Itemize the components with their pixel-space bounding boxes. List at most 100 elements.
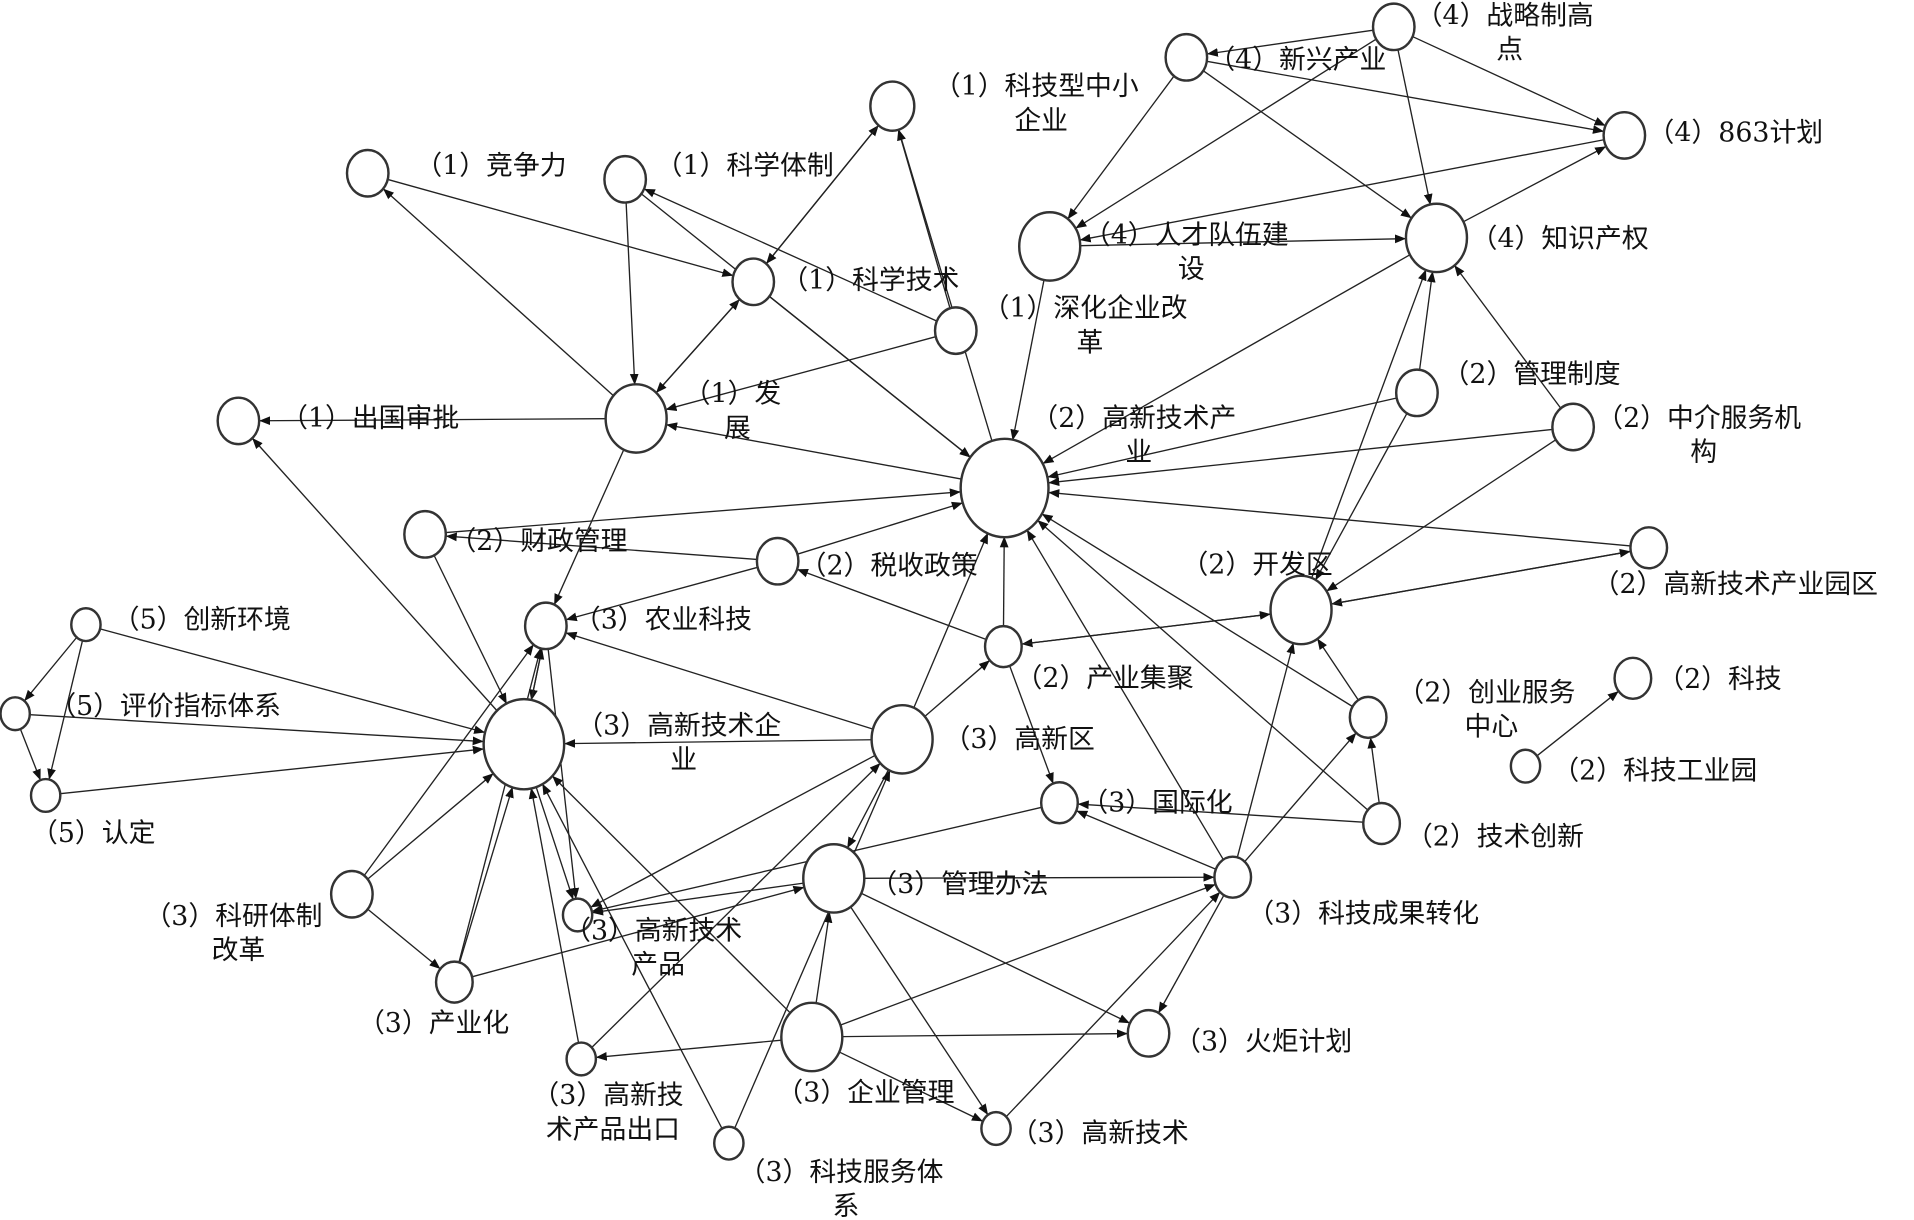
edge-arrow	[1418, 271, 1436, 371]
edge-arrow	[1076, 810, 1217, 870]
edge-arrow	[528, 787, 580, 1044]
graph-node[interactable]	[0, 696, 32, 732]
edge-arrow	[1244, 732, 1357, 863]
edge-arrow	[1453, 264, 1562, 409]
edge-arrow	[1041, 513, 1354, 708]
edge-arrow	[1080, 234, 1406, 247]
edge-arrow	[591, 762, 881, 1049]
graph-node[interactable]	[1509, 748, 1542, 784]
graph-node[interactable]	[980, 1110, 1012, 1147]
edge-arrow	[838, 1051, 984, 1122]
graph-node[interactable]	[1269, 574, 1333, 646]
graph-node[interactable]	[482, 697, 566, 791]
graph-node[interactable]	[1551, 402, 1596, 452]
edge-arrow	[367, 908, 441, 970]
graph-node[interactable]	[802, 843, 866, 914]
graph-node[interactable]	[1394, 368, 1439, 418]
graph-node[interactable]	[1613, 656, 1653, 701]
edge-arrow	[458, 786, 514, 963]
node-label: 点	[1496, 35, 1523, 66]
graph-node[interactable]	[1018, 211, 1082, 282]
edge-arrow	[1075, 38, 1377, 229]
graph-node[interactable]	[933, 306, 978, 356]
graph-node[interactable]	[870, 703, 934, 775]
node-label: （4）863计划	[1648, 118, 1824, 149]
edge-arrow	[625, 202, 639, 385]
graph-node[interactable]	[523, 601, 568, 651]
node-label: （3）火炬计划	[1174, 1026, 1352, 1057]
graph-node[interactable]	[713, 1125, 745, 1161]
edge-arrow	[363, 643, 535, 877]
edge-arrow	[1412, 35, 1606, 127]
node-label: （3）科研体制	[144, 901, 322, 932]
graph-node[interactable]	[1164, 32, 1209, 82]
edge-arrow	[1021, 611, 1271, 645]
node-label: （4）知识产权	[1471, 224, 1649, 255]
edge-arrow	[1206, 29, 1374, 57]
edge-arrow	[1202, 70, 1413, 219]
node-label: （2）高新技术产	[1031, 403, 1236, 434]
graph-node[interactable]	[780, 1001, 844, 1073]
graph-node[interactable]	[1348, 695, 1388, 740]
edge-arrow	[60, 745, 484, 795]
graph-node[interactable]	[603, 154, 648, 204]
edge-arrow	[1010, 279, 1045, 441]
graph-node[interactable]	[1126, 1008, 1171, 1058]
node-label: 企业	[1014, 105, 1068, 136]
edge-arrow	[530, 648, 545, 701]
graph-node[interactable]	[403, 509, 448, 559]
graph-node[interactable]	[565, 1041, 598, 1077]
graph-node[interactable]	[1039, 781, 1079, 825]
node-label: （2）管理制度	[1443, 359, 1621, 390]
node-label: （1）出国审批	[281, 403, 459, 434]
edge-arrow	[860, 892, 1131, 1024]
node-label: （2）技术创新	[1406, 821, 1584, 852]
graph-node[interactable]	[29, 777, 62, 814]
graph-node[interactable]	[1404, 202, 1469, 274]
node-label: 中心	[1465, 712, 1519, 743]
node-label: 革	[1077, 327, 1104, 358]
edge-arrow	[433, 554, 508, 705]
edge-arrow	[1310, 269, 1427, 579]
edge-arrow	[1008, 665, 1054, 785]
edge-arrow	[541, 783, 723, 1130]
graph-node[interactable]	[434, 960, 474, 1004]
edge-arrow	[1048, 428, 1553, 487]
graph-node[interactable]	[1602, 110, 1647, 160]
edge-arrow	[1067, 75, 1175, 220]
graph-node[interactable]	[329, 869, 374, 919]
edge-arrow	[387, 178, 734, 277]
edge-arrow	[458, 647, 543, 963]
graph-node[interactable]	[755, 536, 800, 586]
graph-node[interactable]	[604, 383, 668, 454]
node-label: 术产品出口	[546, 1114, 680, 1145]
node-label: （3）国际化	[1081, 787, 1232, 818]
edge-arrow	[1462, 145, 1607, 223]
graph-node[interactable]	[959, 437, 1050, 539]
graph-node[interactable]	[1371, 2, 1416, 52]
graph-node[interactable]	[345, 148, 390, 198]
edge-arrow	[815, 911, 833, 1004]
edge-arrow	[1206, 60, 1605, 134]
node-label: （5）评价指标体系	[49, 691, 281, 722]
graph-node[interactable]	[1362, 801, 1402, 846]
node-label: （3）产业化	[358, 1008, 509, 1039]
node-label: （2）开发区	[1181, 549, 1332, 580]
graph-node[interactable]	[1629, 526, 1669, 570]
edge-arrow	[643, 188, 938, 322]
edge-arrow	[471, 885, 805, 978]
node-label: （2）创业服务	[1397, 678, 1575, 709]
node-label: （3）管理办法	[870, 869, 1048, 900]
graph-node[interactable]	[983, 624, 1023, 669]
graph-node[interactable]	[216, 396, 261, 446]
edge-arrow	[1314, 412, 1408, 581]
graph-node[interactable]	[731, 257, 776, 307]
graph-node[interactable]	[1213, 855, 1253, 899]
graph-node[interactable]	[561, 897, 594, 933]
node-label: （2）高新技术产业园区	[1593, 569, 1878, 600]
graph-node[interactable]	[869, 80, 916, 132]
node-label: 业	[1125, 437, 1152, 468]
graph-node[interactable]	[70, 607, 102, 643]
edge-arrow	[445, 532, 758, 561]
